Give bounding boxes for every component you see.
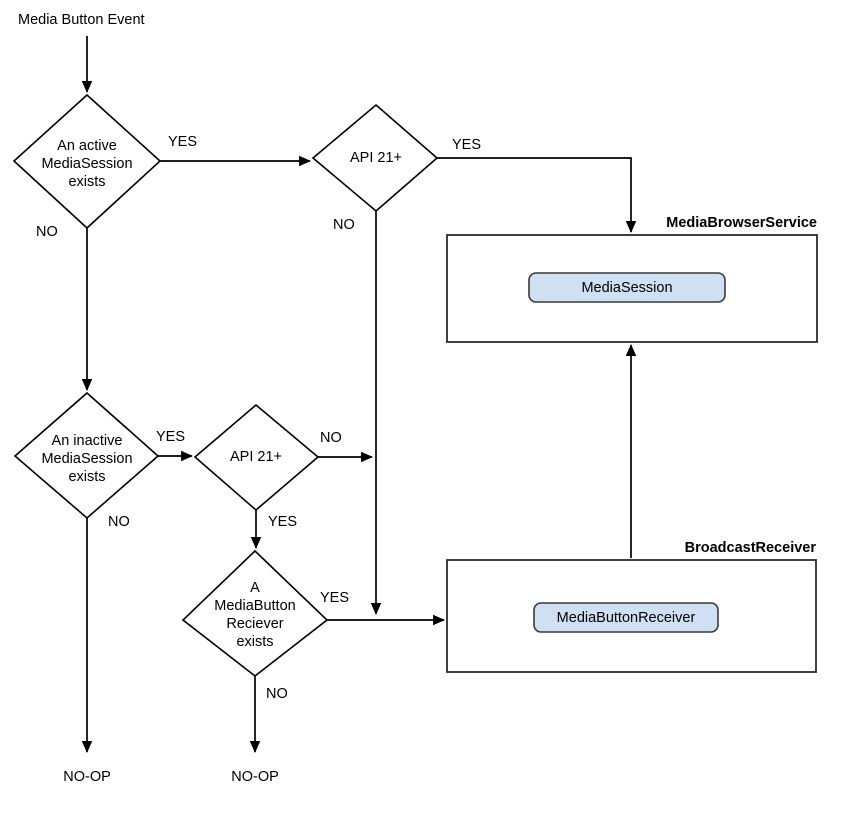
edge-api21-top-yes-to-media-browser-service bbox=[437, 157, 637, 233]
decision-mediabutton-receiver-line1: A bbox=[250, 580, 260, 596]
edge-label-api21-bottom-yes: YES bbox=[268, 514, 297, 530]
edge-label-api21-bottom-no: NO bbox=[320, 430, 342, 446]
decision-mediabutton-receiver-line2: MediaButton bbox=[214, 598, 295, 614]
decision-active-media-session-line2: MediaSession bbox=[41, 156, 132, 172]
container-title-broadcast-receiver: BroadcastReceiver bbox=[685, 540, 817, 556]
decision-active-media-session-line1: An active bbox=[57, 138, 117, 154]
terminal-noop-left: NO-OP bbox=[63, 769, 111, 785]
edge-label-receiver-yes: YES bbox=[320, 590, 349, 606]
edge-label-active-no: NO bbox=[36, 224, 58, 240]
edge-label-active-yes: YES bbox=[168, 134, 197, 150]
edge-label-receiver-no: NO bbox=[266, 686, 288, 702]
decision-mediabutton-receiver-line3: Reciever bbox=[226, 616, 283, 632]
decision-api21-top-label: API 21+ bbox=[350, 150, 402, 166]
start-label: Media Button Event bbox=[18, 12, 145, 28]
pill-media-session[interactable] bbox=[528, 272, 726, 303]
edge-label-inactive-no: NO bbox=[108, 514, 130, 530]
terminal-noop-middle: NO-OP bbox=[231, 769, 279, 785]
pill-media-button-receiver-label: MediaButtonReceiver bbox=[557, 610, 696, 626]
edge-label-inactive-yes: YES bbox=[156, 429, 185, 445]
pill-media-button-receiver[interactable] bbox=[533, 602, 719, 633]
container-title-media-browser-service: MediaBrowserService bbox=[666, 215, 817, 231]
decision-inactive-media-session-line1: An inactive bbox=[52, 433, 123, 449]
edge-label-api21-top-no: NO bbox=[333, 217, 355, 233]
decision-active-media-session-line3: exists bbox=[68, 174, 105, 190]
decision-inactive-media-session-line2: MediaSession bbox=[41, 451, 132, 467]
decision-mediabutton-receiver-line4: exists bbox=[236, 634, 273, 650]
edge-label-api21-top-yes: YES bbox=[452, 137, 481, 153]
decision-inactive-media-session-line3: exists bbox=[68, 469, 105, 485]
decision-api21-bottom-label: API 21+ bbox=[230, 449, 282, 465]
pill-media-session-label: MediaSession bbox=[581, 280, 672, 296]
